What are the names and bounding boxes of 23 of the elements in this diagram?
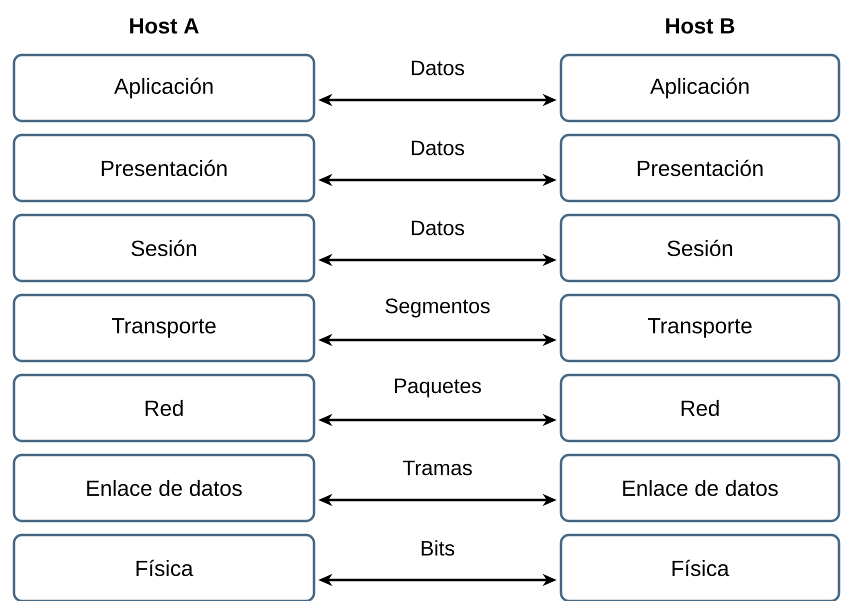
layer-box: Red bbox=[560, 374, 840, 442]
edge-label: Segmentos bbox=[386, 298, 490, 318]
layer-box: Red bbox=[12, 374, 316, 442]
edge-label: Bits bbox=[422, 540, 454, 556]
layer-box: Transporte bbox=[560, 294, 840, 362]
layer-box: Sesión bbox=[560, 214, 840, 282]
layer-box: Enlace de datos bbox=[560, 454, 840, 522]
layer-box: Física bbox=[12, 534, 316, 601]
layer-box: Presentación bbox=[560, 134, 840, 202]
edge-label: Datos bbox=[412, 220, 464, 236]
host-heading: Host B bbox=[666, 18, 734, 34]
edge-label: Datos bbox=[412, 60, 464, 76]
layer-box: Física bbox=[560, 534, 840, 601]
layer-box: Enlace de datos bbox=[12, 454, 316, 522]
layer-box: Aplicación bbox=[12, 54, 316, 122]
host-heading: Host A bbox=[130, 18, 199, 34]
layer-box: Presentación bbox=[12, 134, 316, 202]
edge-label: Tramas bbox=[402, 460, 472, 476]
layer-box: Transporte bbox=[12, 294, 316, 362]
edge-label: Datos bbox=[412, 140, 464, 156]
layer-box: Aplicación bbox=[560, 54, 840, 122]
layer-box: Sesión bbox=[12, 214, 316, 282]
edge-label: Paquetes bbox=[395, 378, 481, 398]
